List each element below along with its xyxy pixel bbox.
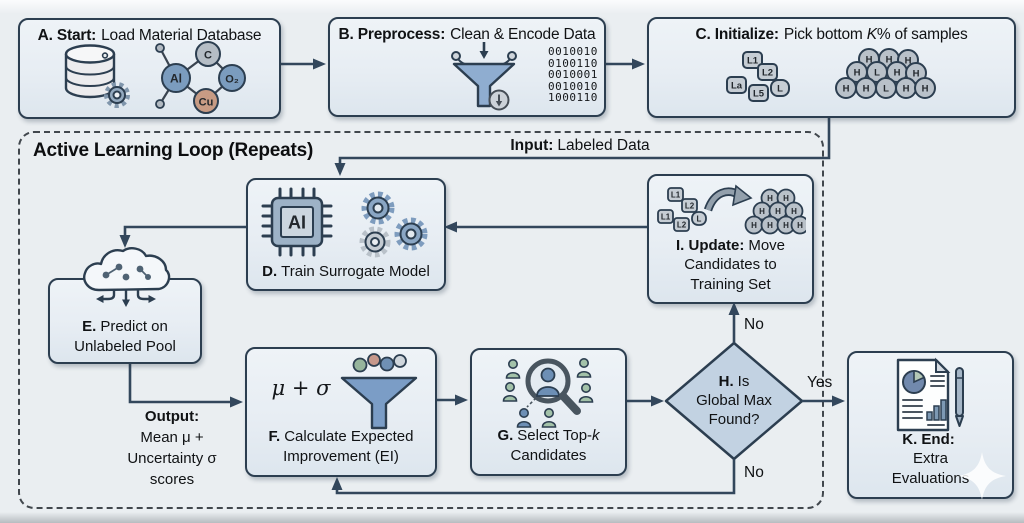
svg-text:H: H	[913, 69, 920, 80]
svg-text:La: La	[731, 81, 743, 92]
svg-text:H: H	[791, 207, 797, 216]
gear-icon	[394, 217, 428, 251]
node-k-label: K. End: Extra Evaluations	[891, 430, 970, 487]
svg-text:H: H	[783, 221, 789, 230]
node-f-label: F.Calculate Expected Improvement (EI)	[268, 428, 414, 465]
arrow-c-to-d	[334, 114, 831, 176]
formula-mu-sigma: μ + σ	[271, 376, 331, 400]
sample-pile-icon: H H H H L H H H H L H H	[835, 48, 936, 99]
node-c-title: C. Initialize:Pick bottom K% of samples	[695, 26, 968, 43]
svg-text:H: H	[797, 221, 803, 230]
no-top-label: No	[744, 316, 764, 333]
database-icon	[64, 44, 130, 108]
decision-text: H.Is Global Max Found?	[696, 373, 772, 428]
svg-text:H: H	[751, 221, 757, 230]
node-g-label: G.Select Top-k Candidates	[497, 427, 600, 464]
no-bottom-label: No	[744, 464, 764, 481]
arrow-d-to-e	[119, 225, 246, 248]
gear-icon	[104, 82, 130, 108]
node-i-label: I. Update:Move Candidates to Training Se…	[675, 236, 786, 293]
pen-icon	[955, 367, 964, 427]
output-label: Output: Mean μ + Uncertainty σ scores	[127, 408, 217, 488]
svg-text:H: H	[866, 55, 873, 66]
svg-text:H: H	[767, 194, 773, 203]
svg-text:H: H	[767, 221, 773, 230]
active-learning-loop-container	[18, 131, 824, 509]
molecule-icon: Al C O₂ Cu	[155, 41, 246, 114]
arrow-h-to-f	[331, 459, 736, 495]
person-icon	[502, 358, 594, 428]
node-e-predict: E.Predict on Unlabeled Pool	[48, 278, 202, 364]
node-f-ei: F.Calculate Expected Improvement (EI)	[245, 347, 437, 477]
svg-text:AI: AI	[288, 213, 306, 233]
funnel-encode-icon	[451, 42, 517, 111]
svg-text:H: H	[886, 55, 893, 66]
svg-text:L1: L1	[661, 213, 671, 222]
bar-chart-icon	[926, 399, 947, 421]
svg-text:L2: L2	[762, 68, 773, 79]
svg-text:L: L	[874, 68, 880, 79]
node-e-label: E.Predict on Unlabeled Pool	[74, 318, 176, 355]
move-candidates-icon: L1 L2 L1 L2 L H H H H H H H H H	[657, 184, 806, 235]
binary-data: 0010010 0100110 0010001 0010010 1000110	[548, 45, 598, 105]
svg-text:C: C	[204, 50, 212, 62]
node-b-title: B. Preprocess:Clean & Encode Data	[338, 26, 596, 43]
report-icon	[896, 357, 964, 432]
svg-text:L2: L2	[685, 202, 695, 211]
arrow-e-to-f	[128, 360, 243, 408]
node-c-initialize: C. Initialize:Pick bottom K% of samples	[647, 17, 1016, 118]
svg-text:H: H	[843, 84, 850, 95]
cloud-predict-icon	[83, 247, 171, 307]
node-a-title: A. Start:Load Material Database	[37, 27, 262, 44]
svg-text:H: H	[905, 56, 912, 67]
svg-text:H: H	[863, 84, 870, 95]
yes-label: Yes	[807, 374, 833, 391]
gear-icon	[359, 226, 391, 258]
svg-text:L5: L5	[753, 89, 765, 100]
svg-text:H: H	[759, 207, 765, 216]
gears-icon	[359, 191, 428, 258]
svg-text:L: L	[697, 215, 702, 224]
svg-text:H: H	[775, 207, 781, 216]
ai-chip-icon: AI	[261, 187, 333, 257]
svg-text:O₂: O₂	[225, 74, 239, 86]
loop-title: Active Learning Loop (Repeats)	[33, 140, 314, 161]
input-label: Input:Labeled Data	[510, 137, 650, 154]
ei-funnel-icon	[340, 353, 418, 430]
svg-text:Al: Al	[170, 72, 182, 86]
svg-text:Cu: Cu	[199, 97, 214, 109]
node-a-prefix: A. Start:	[37, 27, 97, 44]
node-d-label: D.Train Surrogate Model	[262, 262, 430, 280]
svg-text:L1: L1	[671, 191, 681, 200]
node-b-prefix: B. Preprocess:	[338, 26, 446, 43]
svg-text:L: L	[777, 84, 783, 95]
svg-text:H: H	[903, 84, 910, 95]
gear-icon	[361, 191, 395, 225]
svg-text:L1: L1	[747, 56, 759, 67]
labeled-tiles-icon: L1 L2 La L5 L	[726, 51, 790, 102]
svg-text:L2: L2	[677, 221, 687, 230]
svg-text:H: H	[922, 84, 929, 95]
pie-chart-icon	[902, 370, 926, 394]
node-c-prefix: C. Initialize:	[695, 26, 780, 43]
magnifier-people-icon	[502, 358, 594, 428]
svg-text:H: H	[783, 194, 789, 203]
curved-arrow-icon	[703, 184, 753, 212]
svg-text:H: H	[854, 68, 861, 79]
svg-text:L: L	[883, 84, 889, 95]
svg-text:H: H	[894, 68, 901, 79]
